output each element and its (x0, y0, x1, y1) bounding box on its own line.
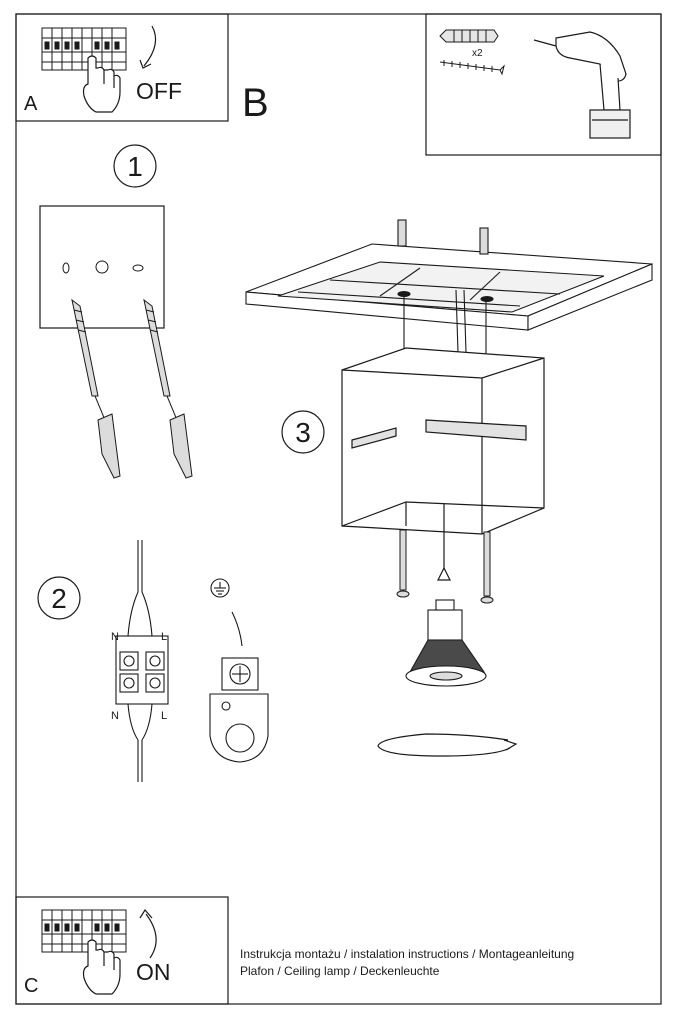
terminal-l-top: L (161, 631, 167, 643)
ground-symbol-icon (210, 578, 230, 598)
terminal-block (115, 540, 169, 782)
ceiling-slab (245, 219, 653, 331)
ground-terminal (209, 578, 269, 763)
step-1: 1 (39, 144, 193, 479)
step-1-number: 1 (127, 151, 143, 182)
panel-c: C ON (15, 896, 229, 1005)
step-3-circle (281, 410, 325, 454)
hand-icon (82, 939, 121, 995)
panel-a-letter: A (24, 93, 38, 115)
off-label: OFF (136, 78, 182, 104)
screw-right-icon (143, 298, 193, 479)
wall-plug-icon (439, 29, 499, 43)
hand-icon (82, 55, 121, 113)
terminal-n-top: N (111, 631, 119, 643)
circuit-breaker-icon (41, 909, 127, 953)
circuit-breaker-icon (41, 27, 127, 71)
rotate-arrow-icon (377, 733, 511, 757)
ceiling-mount-plate (39, 205, 165, 329)
lamp-cube (341, 347, 545, 535)
step-2-number: 2 (51, 583, 67, 614)
drill-icon (533, 31, 631, 139)
page-border (15, 13, 662, 1005)
screw-left-icon (71, 298, 121, 479)
terminal-n-bottom: N (111, 710, 119, 722)
panel-a: A OFF (15, 13, 229, 122)
caption: Instrukcja montażu / instalation instruc… (240, 946, 574, 980)
caption-line-1: Instrukcja montażu / instalation instruc… (240, 947, 575, 961)
step-2: 2 N L N L (37, 540, 269, 782)
section-b-letter: B (242, 81, 269, 125)
tools-panel: x2 (425, 13, 662, 156)
step-3-number: 3 (295, 417, 311, 448)
down-arrow-icon (143, 25, 157, 67)
terminal-l-bottom: L (161, 710, 167, 722)
on-label: ON (136, 959, 171, 985)
mounting-screws (396, 529, 494, 604)
quantity-label: x2 (472, 48, 483, 59)
step-1-circle (113, 144, 157, 188)
bulb-arrow-icon (437, 504, 451, 581)
screw-icon (439, 60, 505, 76)
panel-c-letter: C (24, 975, 38, 997)
gu10-bulb-icon (405, 599, 487, 687)
up-arrow-icon (145, 913, 157, 959)
caption-line-2: Plafon / Ceiling lamp / Deckenleuchte (240, 964, 440, 978)
step-3: 3 (245, 219, 653, 757)
step-2-circle (37, 576, 81, 620)
